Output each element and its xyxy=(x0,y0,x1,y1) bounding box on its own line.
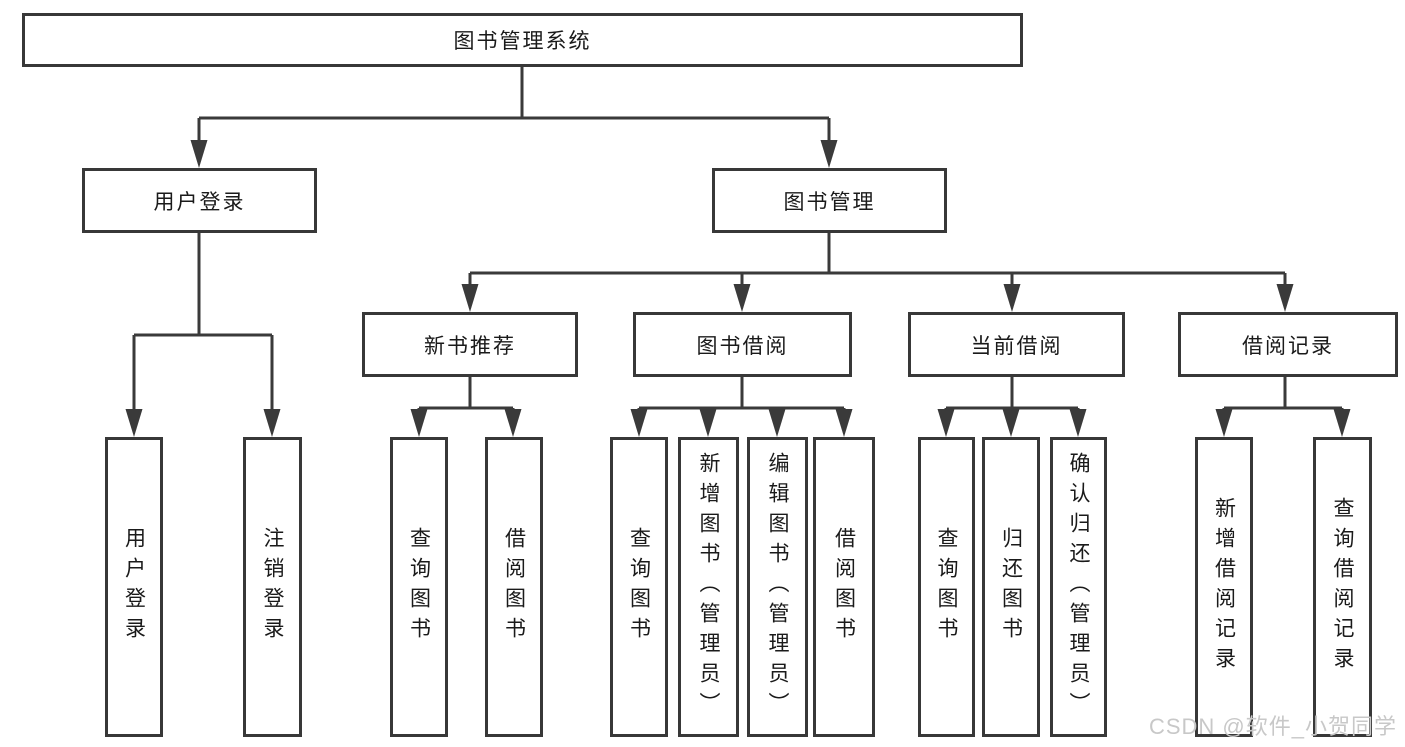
node-label: 用户登录 xyxy=(122,527,146,647)
arrowhead-icon xyxy=(1069,409,1087,437)
node-label: 确认归还（管理员） xyxy=(1067,452,1090,722)
arrowhead-icon xyxy=(1333,409,1351,437)
node-book-borrow: 图书借阅 xyxy=(633,312,852,377)
arrowhead-icon xyxy=(1003,284,1021,312)
watermark: CSDN @软件_小贺同学 xyxy=(1148,714,1397,739)
node-new-book-rec: 新书推荐 xyxy=(362,312,578,377)
node-leaf-add-book: 新增图书（管理员） xyxy=(678,437,739,737)
arrowhead-icon xyxy=(504,409,522,437)
node-root: 图书管理系统 xyxy=(22,13,1023,67)
node-label: 新增图书（管理员） xyxy=(697,452,720,722)
node-label: 注销登录 xyxy=(261,527,284,647)
node-label: 图书管理 xyxy=(783,190,876,214)
node-borrow-records: 借阅记录 xyxy=(1178,312,1398,377)
arrowhead-icon xyxy=(733,284,751,312)
node-leaf-add-record: 新增借阅记录 xyxy=(1195,437,1253,737)
node-leaf-return-book: 归还图书 xyxy=(982,437,1040,737)
arrowhead-icon xyxy=(768,409,786,437)
node-leaf-borrow-book-1: 借阅图书 xyxy=(485,437,543,737)
arrowhead-icon xyxy=(1215,409,1233,437)
node-label: 新书推荐 xyxy=(424,334,516,358)
node-label: 新增借阅记录 xyxy=(1212,497,1236,677)
node-label: 当前借阅 xyxy=(970,334,1063,358)
node-label: 查询借阅记录 xyxy=(1331,497,1354,677)
arrowhead-icon xyxy=(190,140,208,168)
arrowhead-icon xyxy=(125,409,143,437)
node-leaf-query-book-2: 查询图书 xyxy=(610,437,668,737)
node-user-login: 用户登录 xyxy=(82,168,317,233)
node-label: 图书借阅 xyxy=(696,334,789,358)
node-label: 借阅图书 xyxy=(832,527,856,647)
node-label: 查询图书 xyxy=(627,527,651,647)
arrowhead-icon xyxy=(630,409,648,437)
node-leaf-query-record: 查询借阅记录 xyxy=(1313,437,1372,737)
node-label: 用户登录 xyxy=(153,190,246,214)
node-book-mgmt: 图书管理 xyxy=(712,168,947,233)
arrowhead-icon xyxy=(263,409,281,437)
node-label: 借阅记录 xyxy=(1242,334,1334,358)
node-label: 借阅图书 xyxy=(502,527,526,647)
node-label: 查询图书 xyxy=(407,527,431,647)
arrowhead-icon xyxy=(820,140,838,168)
node-leaf-query-book-3: 查询图书 xyxy=(918,437,975,737)
node-label: 归还图书 xyxy=(999,527,1023,647)
node-label: 编辑图书（管理员） xyxy=(766,452,789,722)
arrowhead-icon xyxy=(835,409,853,437)
node-leaf-logout: 注销登录 xyxy=(243,437,302,737)
node-leaf-query-book-1: 查询图书 xyxy=(390,437,448,737)
arrowhead-icon xyxy=(1002,409,1020,437)
node-leaf-edit-book: 编辑图书（管理员） xyxy=(747,437,808,737)
arrowhead-icon xyxy=(699,409,717,437)
arrowhead-icon xyxy=(937,409,955,437)
arrowhead-icon xyxy=(1276,284,1294,312)
node-label: 查询图书 xyxy=(935,527,958,647)
node-current-borrow: 当前借阅 xyxy=(908,312,1125,377)
arrowhead-icon xyxy=(461,284,479,312)
node-label: 图书管理系统 xyxy=(453,30,592,53)
arrowhead-icon xyxy=(410,409,428,437)
node-leaf-user-login: 用户登录 xyxy=(105,437,163,737)
node-leaf-confirm-return: 确认归还（管理员） xyxy=(1050,437,1107,737)
node-leaf-borrow-book-2: 借阅图书 xyxy=(813,437,875,737)
